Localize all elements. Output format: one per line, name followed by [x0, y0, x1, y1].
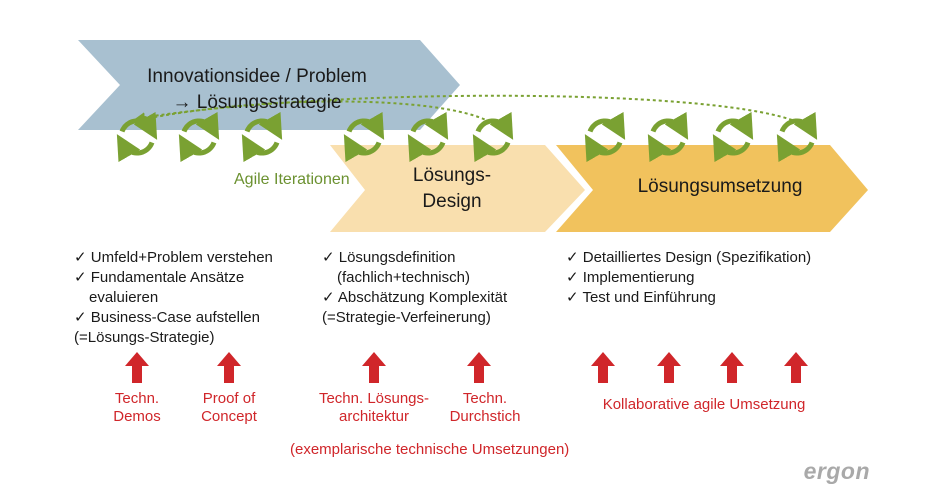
idea-arrow [78, 40, 460, 130]
cycle-arrows-icon [241, 111, 283, 163]
up-arrow-icon [125, 352, 149, 383]
label-line: Concept [201, 408, 257, 425]
label-line: Durchstich [449, 408, 521, 425]
design-arrow [330, 145, 585, 232]
up-arrow-icon [467, 352, 491, 383]
kollaborative-umsetzung-label: Kollaborative agile Umsetzung [602, 396, 806, 413]
up-arrow-icon [657, 352, 681, 383]
proof-of-concept-label: Proof of Concept [189, 390, 269, 426]
checklist-item: ✓ Test und Einführung [566, 289, 716, 306]
implementation-checklist: ✓ Detailliertes Design (Spezifikation) ✓… [566, 248, 811, 308]
cycle-arrows-icon [584, 111, 626, 163]
cycle-arrows-icon [178, 111, 220, 163]
idea-phase-title: Innovationsidee / Problem → Lösungsstrat… [122, 64, 392, 116]
label-line: Techn. Lösungs- [318, 390, 430, 407]
design-phase-line1: Lösungs- [412, 165, 492, 186]
cycle-arrows-icon [712, 111, 754, 163]
cycle-arrows-icon [407, 111, 449, 163]
iteration-loop-short [135, 100, 491, 124]
up-arrow-icon [720, 352, 744, 383]
iteration-loop-long [135, 94, 793, 123]
up-arrow-icon [362, 352, 386, 383]
up-arrow-icon [591, 352, 615, 383]
checklist-item: ✓ Umfeld+Problem verstehen [74, 249, 273, 266]
loesungsarchitektur-label: Techn. Lösungs- architektur [310, 390, 438, 426]
design-checklist: ✓ Lösungsdefinition (fachlich+technisch)… [322, 248, 507, 328]
label-line: Techn. [462, 390, 508, 407]
label-line: architektur [338, 408, 410, 425]
idea-phase-line2: → Lösungsstrategie [172, 92, 342, 113]
checklist-item: ✓ Abschätzung Komplexität [322, 289, 508, 306]
design-phase-title: Lösungs- Design [392, 163, 512, 215]
idea-checklist: ✓ Umfeld+Problem verstehen ✓ Fundamental… [74, 248, 273, 348]
cycle-arrows-icon [472, 111, 514, 163]
checklist-item: (=Lösungs-Strategie) [74, 329, 215, 346]
checklist-item: evaluieren [89, 289, 159, 306]
implementation-arrow [556, 145, 868, 232]
cycle-arrows-icon [116, 111, 158, 163]
checklist-item: ✓ Business-Case aufstellen [74, 309, 260, 326]
idea-phase-line1: Innovationsidee / Problem [147, 66, 367, 87]
checklist-item: ✓ Fundamentale Ansätze [74, 269, 245, 286]
up-arrow-icon [784, 352, 808, 383]
cycle-arrows-icon [776, 111, 818, 163]
label-line: Demos [113, 408, 161, 425]
checklist-item: (fachlich+technisch) [337, 269, 470, 286]
ergon-logo: ergon [803, 458, 870, 484]
agile-iterations-label: Agile Iterationen [234, 171, 350, 188]
label-line: Techn. [114, 390, 160, 407]
design-phase-line2: Design [422, 191, 482, 212]
durchstich-label: Techn. Durchstich [440, 390, 530, 426]
up-arrow-icon [217, 352, 241, 383]
checklist-item: ✓ Lösungsdefinition [322, 249, 456, 266]
techn-demos-label: Techn. Demos [102, 390, 172, 426]
checklist-item: (=Strategie-Verfeinerung) [322, 309, 491, 326]
footer-note: (exemplarische technische Umsetzungen) [290, 441, 570, 458]
cycle-arrows-icon [647, 111, 689, 163]
label-line: Proof of [202, 390, 256, 407]
cycle-arrows-icon [343, 111, 385, 163]
implementation-phase-title: Lösungsumsetzung [637, 176, 803, 197]
checklist-item: ✓ Implementierung [566, 269, 695, 286]
checklist-item: ✓ Detailliertes Design (Spezifikation) [566, 249, 812, 266]
